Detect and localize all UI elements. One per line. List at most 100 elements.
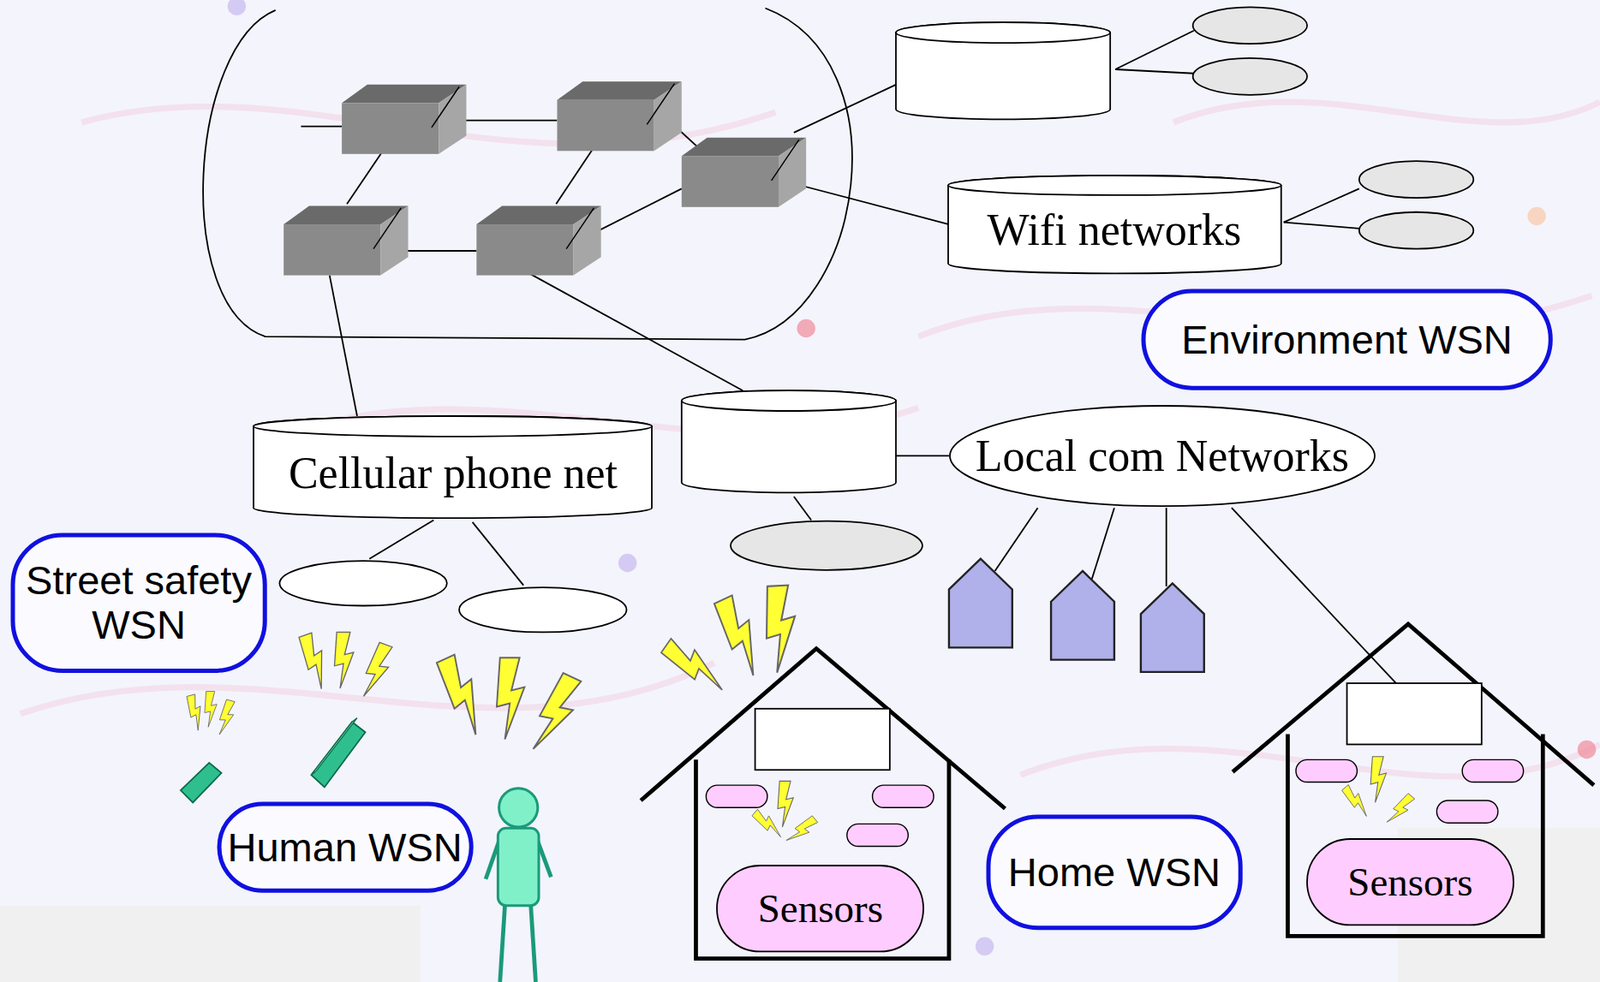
router-link — [646, 83, 675, 126]
network-cylinder — [895, 22, 1111, 120]
wsn-label-box: Home WSN — [985, 814, 1243, 932]
wireless-signal — [185, 693, 206, 732]
node-label: Sensors — [1347, 860, 1473, 906]
rounded-outline — [988, 817, 1241, 929]
network-link — [1115, 30, 1195, 70]
rounded-outline — [1143, 291, 1551, 389]
cylinder-top — [681, 390, 896, 412]
network-link — [1165, 507, 1168, 587]
cylinder-body — [681, 390, 896, 493]
wireless-signal — [710, 593, 771, 680]
person-leg — [500, 902, 506, 982]
router — [476, 206, 601, 276]
background-dot — [227, 0, 246, 16]
router-side — [654, 81, 682, 151]
wireless-signal — [1384, 793, 1417, 829]
router-link — [771, 139, 800, 181]
router — [556, 81, 681, 151]
wireless-signal — [1340, 783, 1374, 819]
router — [341, 84, 466, 155]
wireless-signal — [358, 641, 395, 701]
background-dot — [1527, 207, 1546, 226]
pill-outline — [1307, 839, 1514, 926]
subnet-ellipse — [1359, 212, 1474, 250]
wireless-signal — [751, 807, 787, 841]
network-cylinder — [681, 390, 896, 493]
sensor-pill — [1436, 800, 1498, 824]
house — [640, 649, 1005, 960]
cylinder-top — [948, 175, 1282, 196]
network-link — [523, 270, 743, 392]
cylinder-body — [253, 416, 652, 519]
background-dot — [618, 554, 637, 573]
subnet-ellipse — [1359, 161, 1474, 198]
router-front — [476, 224, 574, 276]
gateway-box — [755, 709, 890, 771]
wireless-signal — [496, 657, 525, 740]
person-leg — [530, 902, 536, 982]
network-link — [329, 275, 358, 417]
subnet-ellipse — [1193, 58, 1308, 96]
subnet-ellipse — [279, 561, 447, 606]
person — [485, 788, 551, 982]
corner-panel — [0, 906, 421, 982]
subnet-ellipse — [730, 521, 923, 571]
router-link — [566, 208, 594, 250]
network-link — [1283, 222, 1360, 229]
router-side — [573, 206, 602, 276]
ellipse-outline — [949, 405, 1375, 507]
home-icon — [949, 559, 1013, 649]
wsn-label-box: Human WSN — [216, 801, 474, 894]
wireless-signal — [215, 699, 237, 738]
router-link — [431, 86, 460, 128]
router-side — [380, 206, 408, 276]
network-cylinder: Wifi networks — [947, 175, 1283, 274]
body-sensor-face — [310, 718, 358, 777]
person-head — [499, 788, 538, 828]
network-ellipse: Local com Networks — [949, 405, 1376, 508]
wireless-signal — [659, 635, 733, 697]
network-link — [895, 455, 950, 458]
background-dot — [1577, 740, 1596, 759]
rounded-outline — [219, 804, 472, 891]
network-link — [555, 143, 598, 204]
cylinder-top — [253, 416, 652, 437]
router — [283, 206, 408, 276]
person-body — [497, 828, 539, 907]
network-link — [1283, 188, 1360, 222]
network-link — [794, 496, 812, 520]
router-side — [778, 137, 806, 208]
wireless-signal — [764, 585, 799, 674]
sensor-pill — [705, 785, 767, 808]
sensor-pill — [1462, 759, 1523, 783]
sensor-pill — [872, 785, 934, 808]
node-label: Human WSN — [227, 825, 463, 871]
wireless-signal — [783, 815, 819, 848]
home-icon — [1050, 571, 1115, 661]
subnet-ellipse — [1193, 6, 1308, 44]
wireless-signal — [777, 781, 794, 828]
router — [681, 137, 806, 208]
gateway-box — [1347, 683, 1482, 745]
router-front — [556, 100, 654, 152]
node-label: Local com Networks — [975, 431, 1350, 481]
wsn-label-box: Environment WSN — [1140, 288, 1553, 391]
house — [1232, 624, 1595, 937]
node-label: Environment WSN — [1181, 317, 1513, 363]
network-link — [785, 181, 950, 225]
sensor-pill — [1295, 759, 1357, 783]
network-link — [300, 125, 342, 128]
wireless-signal — [204, 692, 217, 729]
core-network-outline — [202, 8, 853, 341]
body-sensor — [180, 763, 222, 803]
background-dot — [796, 319, 815, 338]
node-label: Sensors — [758, 887, 884, 932]
wireless-signal — [297, 632, 335, 692]
network-link — [472, 522, 525, 586]
node-label: Home WSN — [1008, 850, 1221, 896]
home-icon — [1140, 583, 1205, 673]
wireless-signal — [525, 671, 586, 758]
rounded-outline — [12, 535, 265, 671]
sensor-group: Sensors — [716, 865, 925, 953]
cylinder-body — [895, 22, 1111, 120]
